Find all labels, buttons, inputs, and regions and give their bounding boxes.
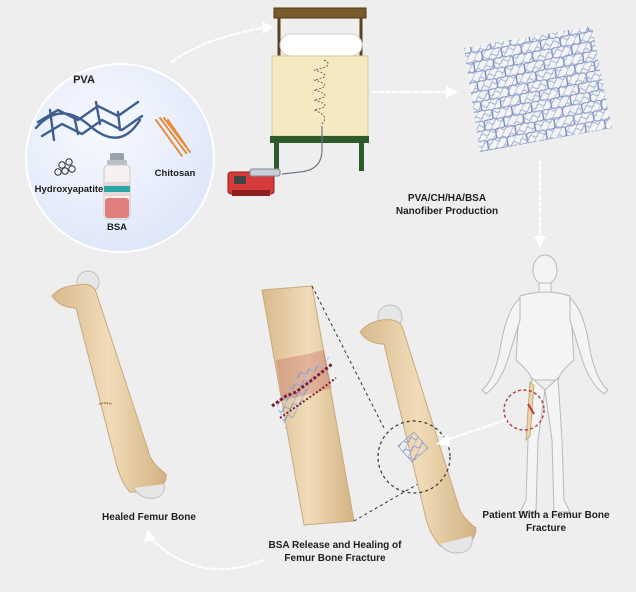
label-release: BSA Release and Healing of Femur Bone Fr… bbox=[262, 540, 408, 565]
label-bsa: BSA bbox=[100, 222, 134, 234]
label-healed-femur: Healed Femur Bone bbox=[92, 512, 206, 525]
label-pva: PVA bbox=[64, 74, 104, 88]
label-chitosan: Chitosan bbox=[148, 168, 202, 180]
label-production-line2: Nanofiber Production bbox=[394, 206, 500, 219]
label-release-line2: Femur Bone Fracture bbox=[262, 553, 408, 566]
label-patient-line2: Fracture bbox=[480, 523, 612, 536]
label-patient-line1: Patient With a Femur Bone bbox=[480, 510, 612, 523]
syringe-pump-icon bbox=[228, 169, 280, 196]
label-production-line1: PVA/CH/HA/BSA bbox=[394, 193, 500, 206]
label-production: PVA/CH/HA/BSA Nanofiber Production bbox=[394, 193, 500, 218]
label-release-line1: BSA Release and Healing of bbox=[262, 540, 408, 553]
label-hydroxyapatite: Hydroxyapatite bbox=[26, 184, 112, 196]
label-patient: Patient With a Femur Bone Fracture bbox=[480, 510, 612, 535]
